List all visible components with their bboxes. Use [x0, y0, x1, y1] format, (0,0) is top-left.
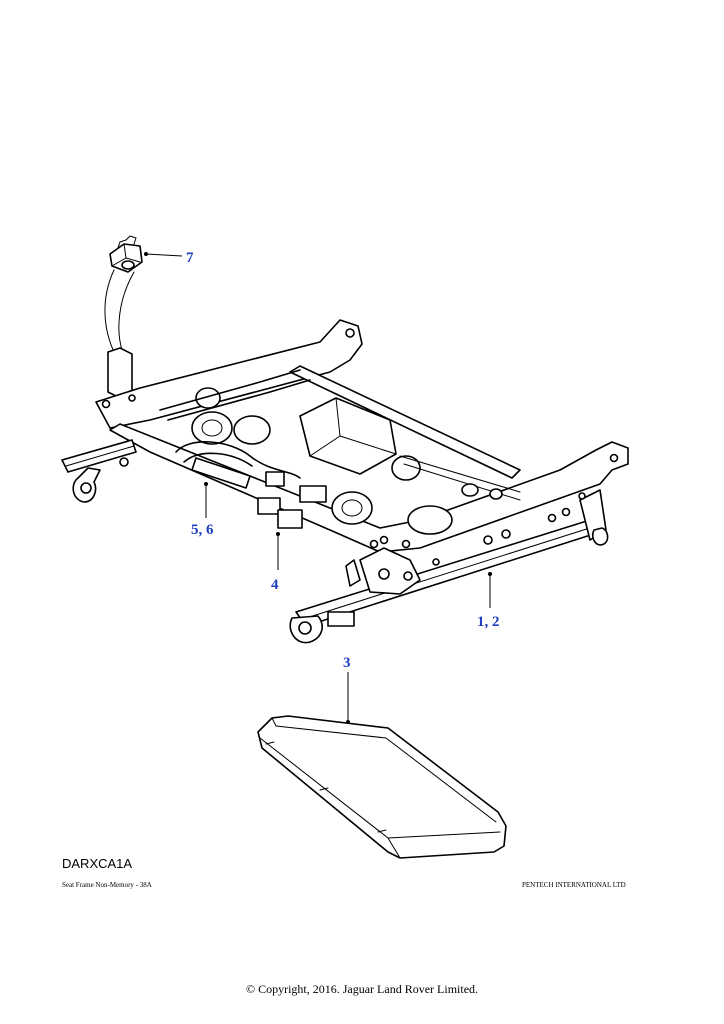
diagram-part-code: DARXCA1A: [62, 856, 133, 871]
callout-3: 3: [343, 655, 351, 671]
callout-7: 7: [186, 250, 194, 266]
callout-1-2: 1, 2: [477, 614, 500, 630]
copyright-notice: © Copyright, 2016. Jaguar Land Rover Lim…: [245, 982, 479, 996]
leader-lines: [144, 252, 492, 724]
clip-guide-line-a: [104, 269, 115, 353]
callout-5-6: 5, 6: [191, 522, 214, 538]
publisher-name: PENTECH INTERNATIONAL LTD: [522, 881, 626, 889]
part-3-cushion-pad: [257, 715, 507, 859]
clip-guide-line-b: [118, 271, 135, 351]
part-7-clip: [109, 235, 143, 273]
diagram-caption: Seat Frame Non-Memory - 38A: [62, 881, 152, 889]
seat-frame-assembly: [61, 319, 629, 644]
callout-4: 4: [271, 577, 279, 593]
